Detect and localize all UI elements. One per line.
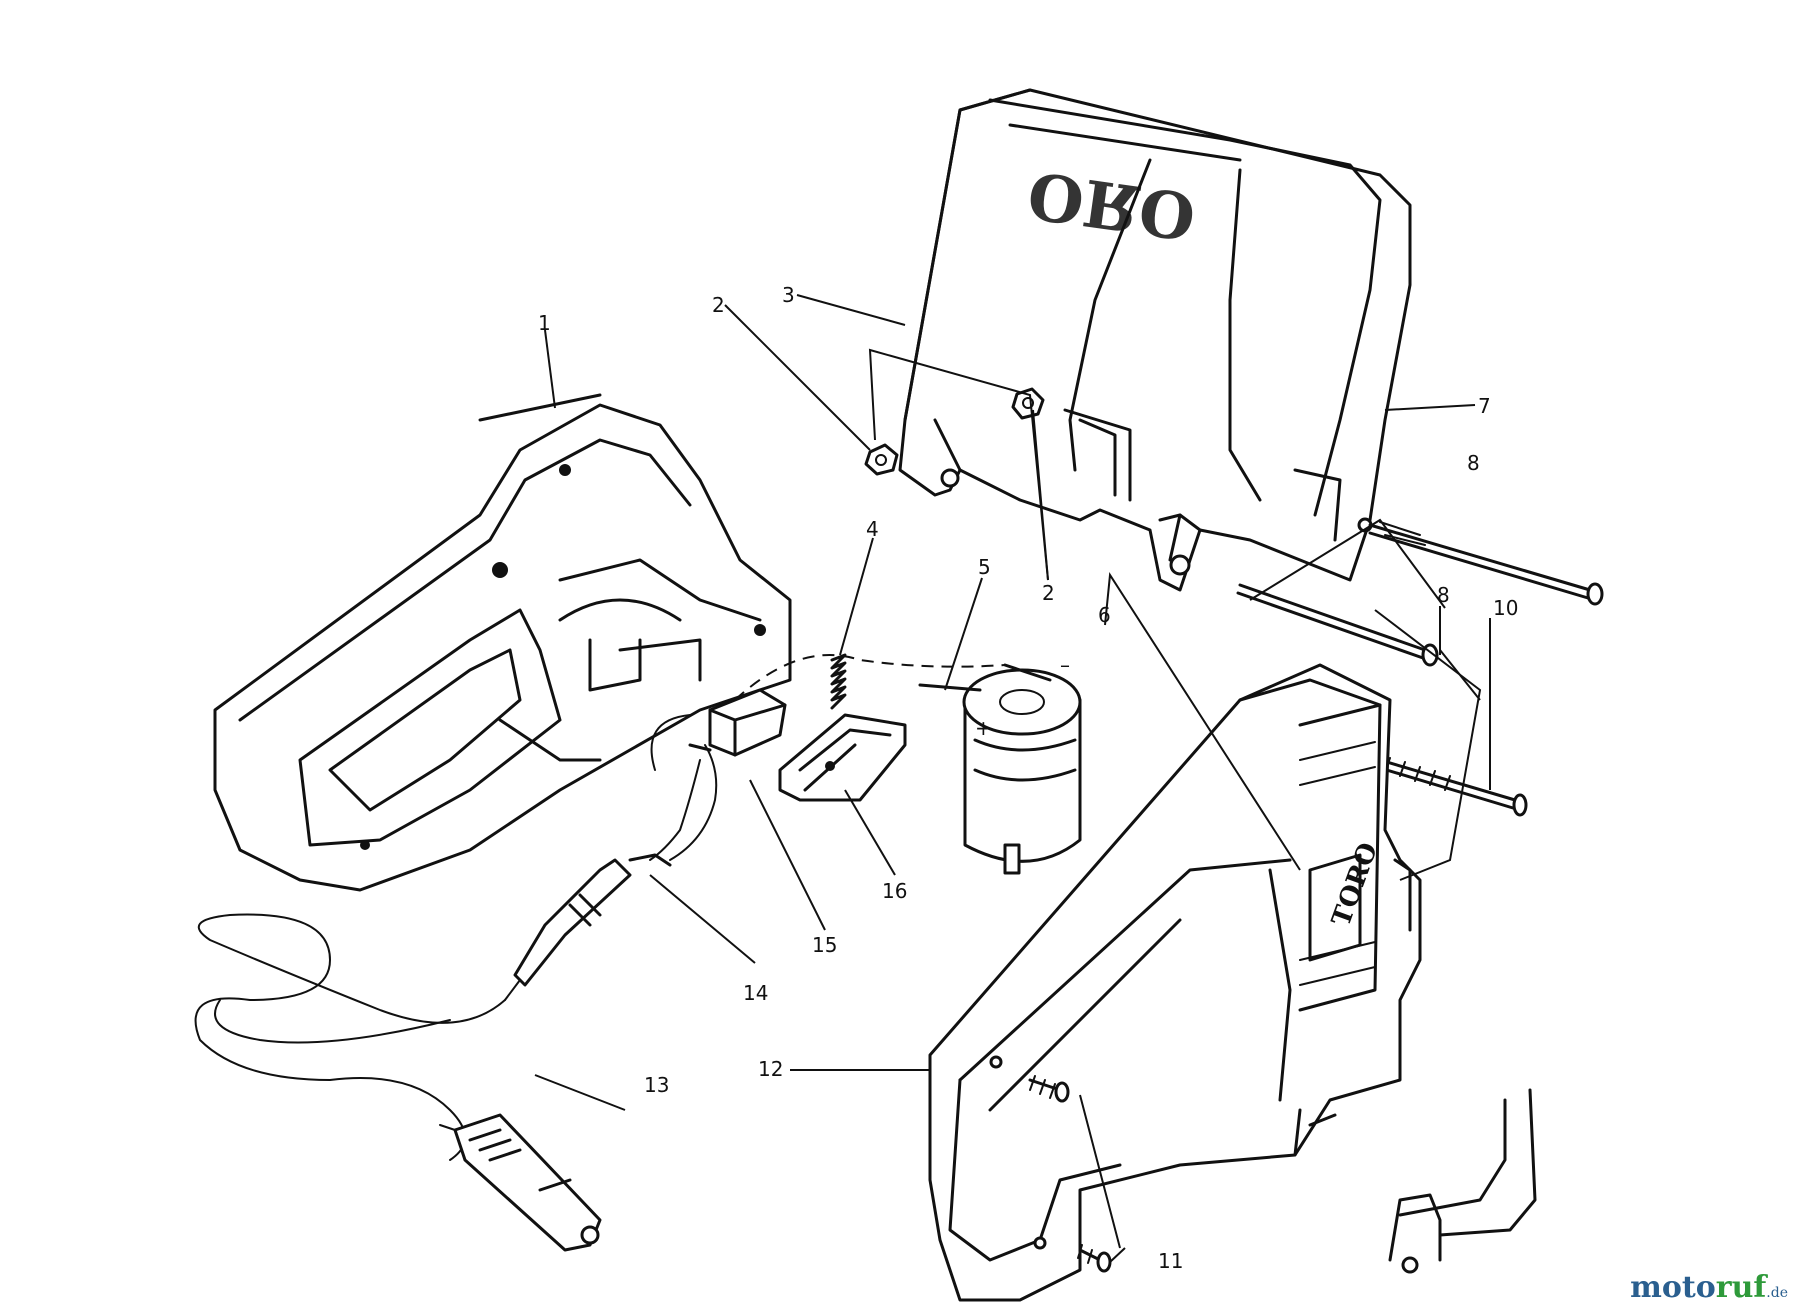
label-part-8-lower: 8 (1437, 583, 1450, 607)
motor: + – (918, 653, 1082, 875)
label-part-8-upper: 8 (1467, 451, 1480, 475)
label-part-14: 14 (743, 981, 768, 1005)
front-housing: TORO (928, 663, 1422, 1302)
handle: OЯO (898, 88, 1412, 592)
plug (439, 1113, 602, 1252)
screw-lower-1 (1028, 1075, 1070, 1103)
watermark-part2: ruf (1715, 1270, 1767, 1305)
label-part-7: 7 (1478, 394, 1491, 418)
label-part-1: 1 (538, 311, 551, 335)
svg-text:+: + (975, 716, 992, 740)
cord-strain-relief (194, 853, 672, 1161)
long-bolt-lower (1236, 583, 1439, 667)
label-part-4: 4 (866, 517, 879, 541)
svg-text:–: – (1060, 653, 1070, 677)
long-bolt-upper (1368, 521, 1604, 606)
switch-with-wires (649, 654, 1006, 861)
handle-grip (1063, 408, 1342, 542)
switch-button (778, 713, 907, 802)
left-housing-half (213, 393, 792, 892)
spring (830, 653, 847, 710)
watermark-part1: moto (1630, 1270, 1716, 1305)
label-part-5: 5 (978, 555, 991, 579)
nut-left (864, 443, 899, 476)
label-part-10: 10 (1493, 596, 1518, 620)
watermark-logo: motoruf.de (1630, 1270, 1788, 1305)
label-part-15: 15 (812, 933, 837, 957)
label-part-12: 12 (758, 1057, 783, 1081)
label-part-6: 6 (1098, 603, 1111, 627)
leader-lines (534, 294, 1491, 1263)
handle-bottom-partial (1388, 1088, 1537, 1274)
label-part-3: 3 (782, 283, 795, 307)
nut-right (1011, 387, 1045, 420)
label-part-16: 16 (882, 879, 907, 903)
label-part-13: 13 (644, 1073, 669, 1097)
watermark-suffix: .de (1766, 1285, 1788, 1301)
label-part-11: 11 (1158, 1249, 1183, 1273)
label-part-2-right: 2 (1042, 581, 1055, 605)
label-part-2-left: 2 (712, 293, 725, 317)
screw-lower-2 (1077, 1244, 1112, 1273)
screw-right (1378, 757, 1528, 817)
callout-labels: 1 2 3 4 5 2 6 7 8 8 10 11 12 13 14 15 16 (538, 283, 1518, 1273)
